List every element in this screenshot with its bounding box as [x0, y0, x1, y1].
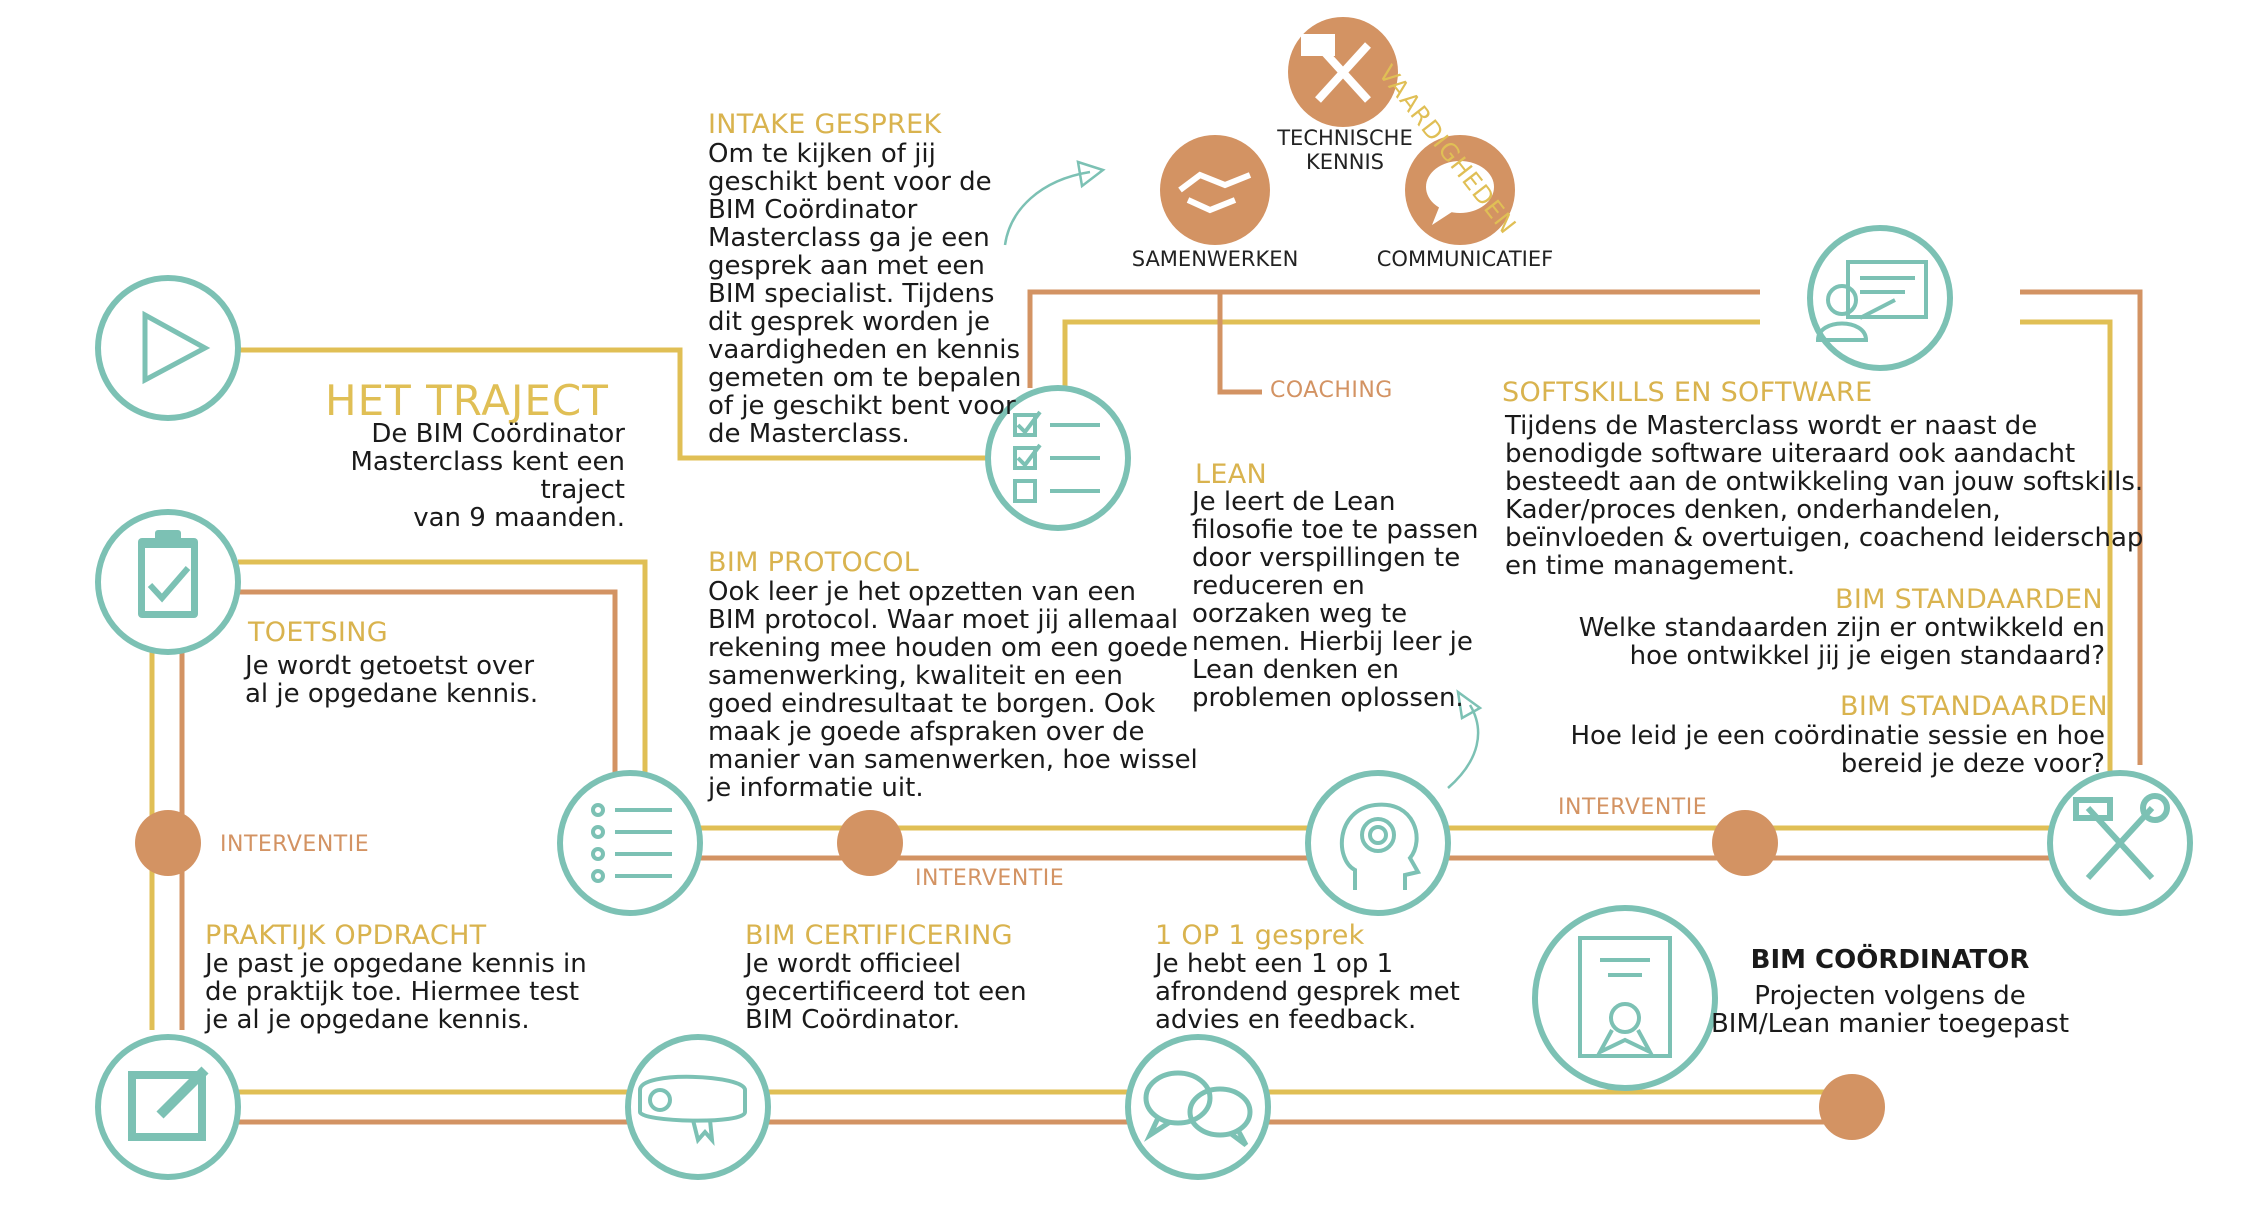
communicative-label: COMMUNICATIEF [1376, 247, 1554, 271]
het-traject-description: De BIM Coördinator Masterclass kent een … [350, 419, 625, 533]
protocol-heading: BIM PROTOCOL [708, 547, 920, 578]
lean-heading: LEAN [1195, 459, 1267, 490]
intervention-middle-label: INTERVENTIE [915, 866, 1065, 891]
certification-heading: BIM CERTIFICERING [745, 920, 1013, 951]
collaborate-label: SAMENWERKEN [1131, 247, 1299, 271]
result-description: Projecten volgens de BIM/Lean manier toe… [1710, 981, 2070, 1039]
bim-standards-description-2: Hoe leid je een coördinatie sessie en ho… [1570, 721, 2105, 779]
circle-one-on-one [1125, 1034, 1271, 1180]
milestone-dots [135, 810, 1885, 1140]
connector-lines [149, 289, 2143, 1125]
circle-protocol [557, 770, 703, 916]
protocol-description: Ook leer je het opzetten van een BIM pro… [708, 577, 1198, 803]
intake-heading: INTAKE GESPREK [708, 109, 942, 140]
tools-icon [2073, 793, 2170, 881]
handshake-icon [1178, 171, 1252, 214]
play-icon [142, 310, 211, 385]
technical-label: TECHNISCHE KENNIS [1277, 126, 1413, 174]
intervention-right-label: INTERVENTIE [1558, 795, 1708, 820]
toetsing-description: Je wordt getoetst over al je opgedane ke… [245, 651, 539, 709]
het-traject-block: HET TRAJECT [325, 376, 609, 425]
result-heading: BIM COÖRDINATOR [1750, 945, 2030, 975]
softskills-heading: SOFTSKILLS EN SOFTWARE [1502, 377, 1873, 408]
hammer-wrench-icon [1301, 34, 1371, 103]
arrow-head-lean-icon [1456, 689, 1483, 720]
lean-description: Je leert de Lean filosofie toe te passen… [1192, 487, 1479, 713]
arrow-up-right-icon [1003, 170, 1091, 246]
dot-end [1819, 1074, 1885, 1140]
arrow-lean-icon [1447, 704, 1480, 789]
dot-intervention-middle [837, 810, 903, 876]
softskills-description: Tijdens de Masterclass wordt er naast de… [1505, 411, 2144, 581]
certification-description: Je wordt officieel gecertificeerd tot ee… [745, 949, 1027, 1035]
chat-icon [1143, 1070, 1253, 1147]
circle-certification [625, 1034, 771, 1180]
edit-icon [128, 1066, 209, 1141]
circle-start [95, 275, 241, 421]
diploma-icon [638, 1074, 747, 1147]
checklist-icon [1013, 410, 1100, 503]
bim-standards-heading-2: BIM STANDAARDEN [1840, 691, 2108, 722]
dot-intervention-left [135, 810, 201, 876]
arrow-head-icon [1076, 160, 1106, 189]
toetsing-heading: TOETSING [248, 617, 388, 648]
intervention-left-label: INTERVENTIE [220, 832, 370, 857]
one-on-one-heading: 1 OP 1 gesprek [1155, 920, 1365, 951]
bim-standards-heading-1: BIM STANDAARDEN [1835, 584, 2103, 615]
coaching-label: COACHING [1270, 378, 1393, 403]
clipboard-icon [138, 530, 198, 618]
certificate-icon [1578, 936, 1672, 1058]
practice-heading: PRAKTIJK OPDRACHT [205, 920, 487, 951]
het-traject-title: HET TRAJECT [325, 376, 609, 425]
bim-standards-description-1: Welke standaarden zijn er ontwikkeld en … [1578, 613, 2105, 671]
list-icon [591, 803, 672, 883]
intake-description: Om te kijken of jij geschikt bent voor d… [708, 139, 1022, 449]
dot-intervention-right [1712, 810, 1778, 876]
presentation-icon [1815, 260, 1928, 342]
circle-collaborate [1160, 135, 1270, 245]
practice-description: Je past je opgedane kennis in de praktij… [205, 949, 587, 1035]
one-on-one-description: Je hebt een 1 op 1 afrondend gesprek met… [1155, 949, 1460, 1035]
head-icon [1340, 802, 1422, 890]
circle-softskills [1807, 225, 1953, 371]
speech-bubble-icon [1426, 161, 1494, 225]
circle-result [1532, 905, 1718, 1091]
